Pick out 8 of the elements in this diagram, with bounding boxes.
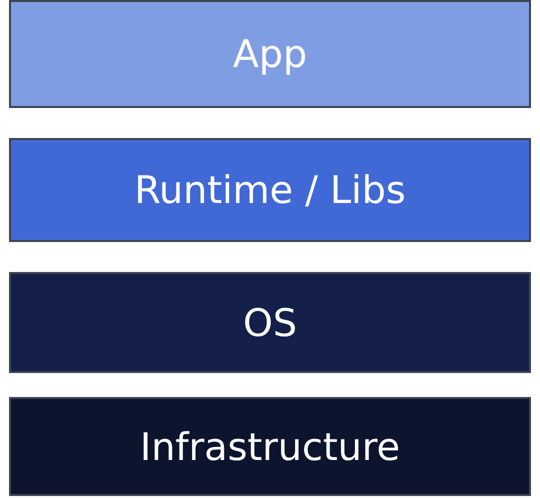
layer-box: [9, 397, 531, 496]
layer-box: [9, 138, 531, 242]
layer-label: Runtime / Libs: [134, 168, 406, 212]
layer-box: [9, 272, 531, 373]
layer-box: [9, 0, 531, 108]
layer-label: OS: [242, 300, 298, 344]
layer-label: App: [232, 32, 308, 76]
layer-label: Infrastructure: [140, 424, 400, 468]
